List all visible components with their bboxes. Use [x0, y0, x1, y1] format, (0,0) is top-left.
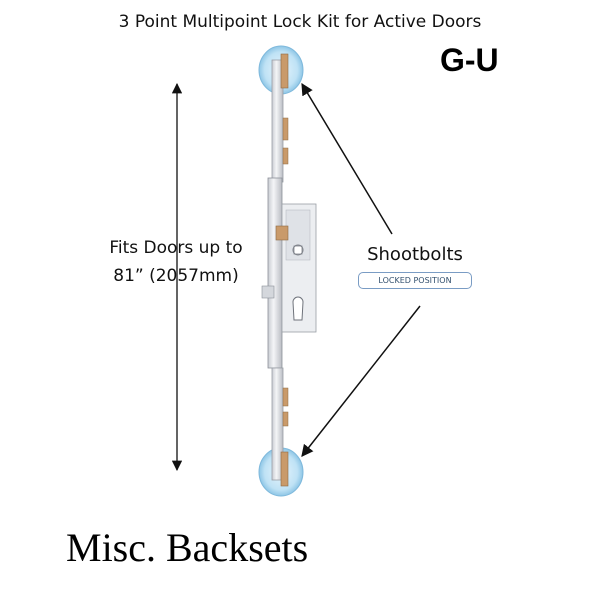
- brand-code: G-U: [440, 42, 499, 78]
- height-note: Fits Doors up to 81” (2057mm): [78, 234, 274, 290]
- height-note-line1: Fits Doors up to: [109, 238, 243, 258]
- shootbolts-label: Shootbolts: [367, 244, 463, 265]
- lock-gearbox: [261, 177, 317, 369]
- caption: Misc. Backsets: [66, 525, 309, 570]
- diagram-title: 3 Point Multipoint Lock Kit for Active D…: [118, 12, 482, 32]
- bottom-callout-arrow: [301, 305, 421, 457]
- height-note-line2: 81” (2057mm): [113, 266, 239, 286]
- top-callout-arrow: [301, 82, 393, 235]
- locked-position-badge: LOCKED POSITION: [358, 272, 472, 289]
- lower-rod: [271, 367, 289, 487]
- upper-rod: [271, 53, 289, 183]
